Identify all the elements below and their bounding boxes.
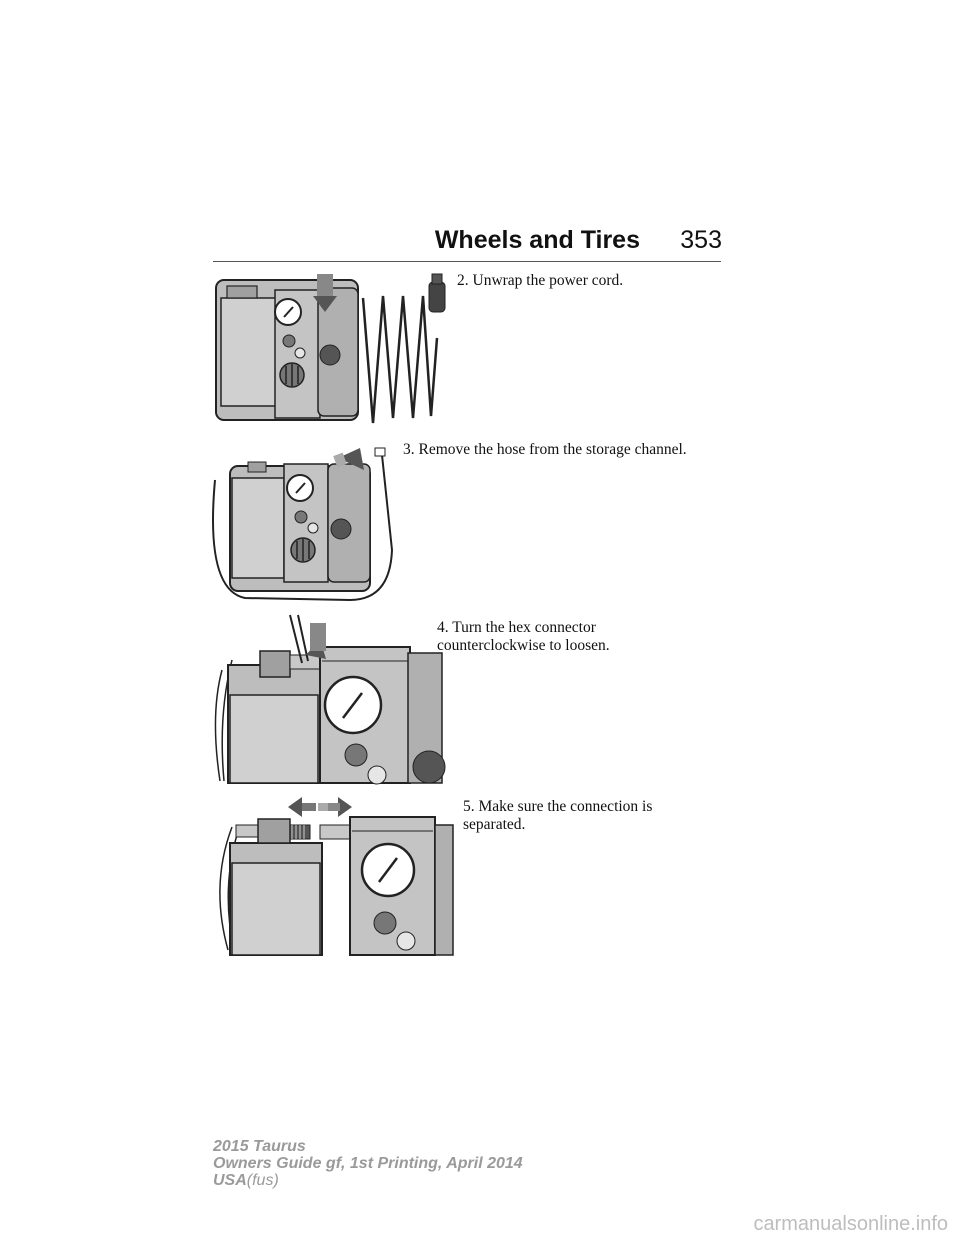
footer-region: USA(fus) <box>213 1172 523 1189</box>
step-4-text: 4. Turn the hex connector counterclockwi… <box>437 619 610 654</box>
hex-connector-loosen-icon <box>214 614 446 785</box>
footer-model: 2015 Taurus <box>213 1138 306 1155</box>
footer: 2015 Taurus Owners Guide gf, 1st Printin… <box>213 1138 523 1189</box>
connection-separated-icon <box>219 797 454 956</box>
step-3-text: 3. Remove the hose from the storage chan… <box>403 441 687 458</box>
step-5-text: 5. Make sure the connection is separated… <box>463 798 653 833</box>
tire-inflator-hose-channel-icon <box>212 447 394 602</box>
header-rule <box>213 261 721 262</box>
tire-inflator-power-cord-icon <box>215 273 446 424</box>
footer-guide: Owners Guide gf, 1st Printing, April 201… <box>213 1155 523 1172</box>
header-title: Wheels and Tires <box>434 226 640 254</box>
footer-region-code: (fus) <box>246 1172 279 1189</box>
footer-region-name: USA <box>213 1172 247 1189</box>
watermark: carmanualsonline.info <box>753 1213 948 1235</box>
page-number: 353 <box>680 226 722 254</box>
step-2-text: 2. Unwrap the power cord. <box>457 272 624 289</box>
